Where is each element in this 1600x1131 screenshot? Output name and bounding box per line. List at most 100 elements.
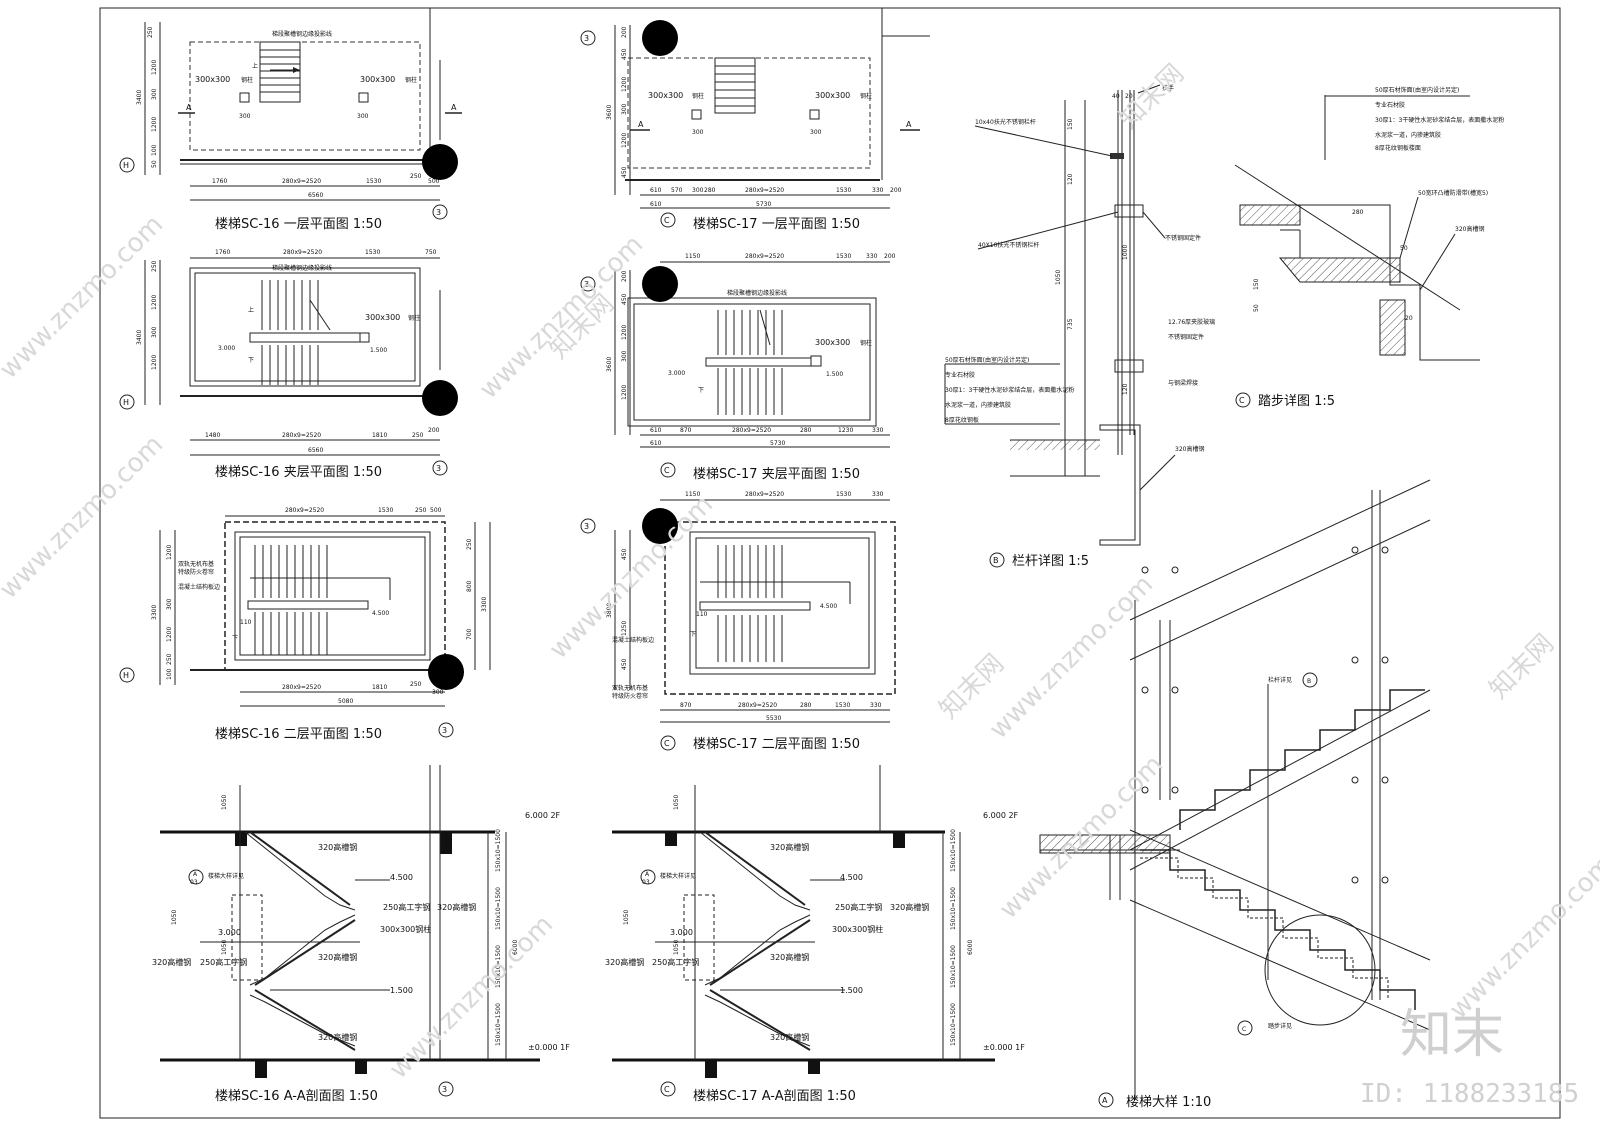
svg-text:280x9=2520: 280x9=2520 bbox=[285, 507, 324, 514]
svg-text:A: A bbox=[193, 871, 198, 878]
svg-text:280: 280 bbox=[800, 702, 812, 709]
svg-text:1200: 1200 bbox=[166, 545, 173, 560]
svg-text:1810: 1810 bbox=[372, 684, 387, 691]
svg-text:1050: 1050 bbox=[673, 795, 680, 810]
column-square bbox=[239, 92, 250, 103]
detail-reference bbox=[640, 869, 656, 885]
svg-text:110: 110 bbox=[696, 611, 708, 618]
title-sc16-second: 楼梯SC-16 二层平面图 1:50 bbox=[215, 727, 382, 742]
svg-text:C: C bbox=[1242, 1026, 1246, 1033]
svg-text:150: 150 bbox=[1253, 278, 1260, 290]
svg-text:下: 下 bbox=[248, 357, 254, 364]
svg-text:3: 3 bbox=[584, 280, 589, 289]
steel-edge-note: 梯段聚槽钢边缘投影线 bbox=[272, 30, 332, 38]
svg-text:500: 500 bbox=[428, 178, 440, 185]
sheet-border bbox=[99, 7, 1561, 1119]
svg-text:双轨无机布基: 双轨无机布基 bbox=[178, 560, 214, 568]
stair-large-detail: 栏杆详见 B 踏步详见 C A 楼梯大样 1:10 bbox=[1039, 479, 1431, 1110]
svg-text:3: 3 bbox=[442, 726, 447, 735]
svg-text:5530: 5530 bbox=[766, 715, 781, 722]
svg-text:250高工字钢: 250高工字钢 bbox=[835, 902, 882, 912]
svg-text:150x10=1500: 150x10=1500 bbox=[950, 829, 957, 872]
svg-text:1760: 1760 bbox=[215, 249, 230, 256]
watermark-text: www.znzmo.com bbox=[0, 430, 169, 605]
svg-text:250高工字钢: 250高工字钢 bbox=[200, 957, 247, 967]
svg-text:610: 610 bbox=[650, 201, 662, 208]
svg-text:300: 300 bbox=[692, 187, 704, 194]
svg-text:扶手: 扶手 bbox=[1162, 84, 1174, 92]
svg-text:280x9=2520: 280x9=2520 bbox=[283, 249, 322, 256]
elevation-label: 1.500 bbox=[826, 371, 843, 378]
svg-text:250高工字钢: 250高工字钢 bbox=[652, 957, 699, 967]
detail-a-marker: A bbox=[1102, 1096, 1108, 1105]
watermark-text: www.znzmo.com bbox=[984, 570, 1159, 745]
svg-text:1200: 1200 bbox=[166, 627, 173, 642]
svg-text:6000: 6000 bbox=[512, 940, 519, 955]
svg-text:320高槽钢: 320高槽钢 bbox=[318, 842, 357, 852]
title-sc17-section: 楼梯SC-17 A-A剖面图 1:50 bbox=[693, 1089, 856, 1104]
column-square bbox=[810, 355, 822, 367]
svg-text:3300: 3300 bbox=[481, 597, 488, 612]
svg-text:150x10=1500: 150x10=1500 bbox=[950, 887, 957, 930]
elevation-label: 4.500 bbox=[390, 873, 413, 882]
detail-c-marker: C bbox=[1239, 396, 1245, 405]
svg-text:钢柱: 钢柱 bbox=[860, 339, 872, 347]
title-tread-detail: 踏步详图 1:5 bbox=[1258, 394, 1335, 409]
svg-text:3: 3 bbox=[584, 34, 589, 43]
svg-text:1760: 1760 bbox=[212, 178, 227, 185]
svg-text:200: 200 bbox=[621, 26, 628, 38]
title-sc17-second: 楼梯SC-17 二层平面图 1:50 bbox=[693, 737, 860, 752]
svg-text:楼梯大样详见: 楼梯大样详见 bbox=[208, 872, 244, 880]
watermark-text: www.znzmo.com bbox=[0, 210, 169, 385]
svg-text:320高槽钢: 320高槽钢 bbox=[770, 1032, 809, 1042]
svg-text:150x10=1500: 150x10=1500 bbox=[495, 945, 502, 988]
svg-text:3: 3 bbox=[584, 522, 589, 531]
column-suffix: 钢柱 bbox=[241, 76, 253, 84]
svg-text:250: 250 bbox=[151, 260, 158, 272]
svg-text:280x9=2520: 280x9=2520 bbox=[738, 702, 777, 709]
svg-text:1250: 1250 bbox=[621, 621, 628, 636]
svg-text:300: 300 bbox=[432, 689, 444, 696]
level-2f: 6.000 2F bbox=[525, 811, 561, 820]
column-label: 300x300 bbox=[195, 75, 230, 84]
svg-text:1200: 1200 bbox=[621, 133, 628, 148]
elevation-label: 4.500 bbox=[820, 603, 837, 610]
svg-text:100: 100 bbox=[166, 668, 173, 680]
svg-text:30厚1：3干硬性水泥砂浆结合层，表面撒水泥粉: 30厚1：3干硬性水泥砂浆结合层，表面撒水泥粉 bbox=[945, 386, 1074, 394]
svg-text:450: 450 bbox=[621, 293, 628, 305]
svg-text:750: 750 bbox=[425, 249, 437, 256]
svg-text:特级防火卷帘: 特级防火卷帘 bbox=[178, 568, 214, 576]
svg-text:280x9=2520: 280x9=2520 bbox=[282, 684, 321, 691]
svg-text:水泥浆一道，内掺建筑胶: 水泥浆一道，内掺建筑胶 bbox=[945, 401, 1011, 409]
svg-text:570: 570 bbox=[671, 187, 683, 194]
svg-text:混凝土结构板边: 混凝土结构板边 bbox=[612, 636, 654, 644]
svg-text:1480: 1480 bbox=[205, 432, 220, 439]
svg-text:C: C bbox=[664, 466, 670, 475]
svg-text:280: 280 bbox=[800, 427, 812, 434]
svg-text:300x300钢柱: 300x300钢柱 bbox=[832, 924, 883, 934]
title-sc16-section: 楼梯SC-16 A-A剖面图 1:50 bbox=[215, 1089, 378, 1104]
svg-text:50厚石材饰面(由室内设计另定): 50厚石材饰面(由室内设计另定) bbox=[945, 356, 1029, 364]
axis-bubble bbox=[428, 654, 464, 690]
railing-detail: 40 20 扶手 10x40扶光不锈钢栏杆 40X10扶光不锈钢栏杆 不锈钢固定… bbox=[944, 84, 1215, 569]
svg-text:280x9=2520: 280x9=2520 bbox=[745, 491, 784, 498]
svg-text:1150: 1150 bbox=[685, 253, 700, 260]
svg-text:3400: 3400 bbox=[136, 330, 143, 345]
svg-text:6560: 6560 bbox=[308, 447, 323, 454]
column-label: 300x300 bbox=[815, 91, 850, 100]
svg-text:330: 330 bbox=[870, 702, 882, 709]
svg-text:250: 250 bbox=[410, 681, 422, 688]
svg-text:1200: 1200 bbox=[151, 60, 158, 75]
svg-text:150x10=1500: 150x10=1500 bbox=[495, 1003, 502, 1046]
title-sc16-mezz: 楼梯SC-16 夹层平面图 1:50 bbox=[215, 465, 382, 480]
svg-text:1530: 1530 bbox=[378, 507, 393, 514]
svg-text:300x300钢柱: 300x300钢柱 bbox=[380, 924, 431, 934]
svg-text:300: 300 bbox=[151, 88, 158, 100]
svg-text:楼梯大样详见: 楼梯大样详见 bbox=[660, 872, 696, 880]
sc16-mezzanine-plan: 梯段聚槽钢边缘投影线 300x300 钢柱 上 下 3.000 1.500 17… bbox=[119, 249, 458, 480]
svg-text:与钢梁焊接: 与钢梁焊接 bbox=[1168, 379, 1198, 387]
svg-text:150x10=1500: 150x10=1500 bbox=[950, 945, 957, 988]
svg-text:500: 500 bbox=[430, 507, 442, 514]
svg-text:3600: 3600 bbox=[606, 357, 613, 372]
